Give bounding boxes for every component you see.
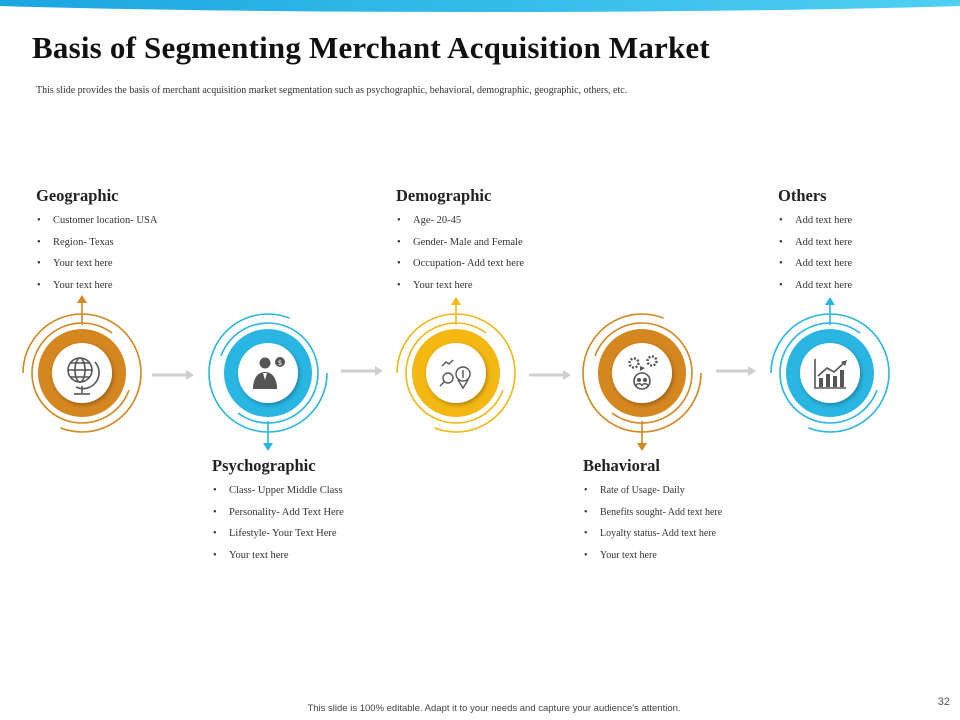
segment-psychographic: Psychographic Class- Upper Middle Class …: [212, 456, 344, 567]
slide-title: Basis of Segmenting Merchant Acquisition…: [32, 30, 710, 65]
businessman-dollar-icon: $: [253, 357, 285, 389]
bullet-item: Region- Texas: [36, 232, 157, 254]
bullet-item: Class- Upper Middle Class: [212, 480, 344, 502]
bullet-item: Lifestyle- Your Text Here: [212, 523, 344, 545]
bullet-item: Benefits sought- Add text here: [583, 502, 722, 524]
bullet-item: Rate of Usage- Daily: [583, 480, 722, 502]
svg-text:$: $: [278, 359, 282, 367]
node-geographic: [22, 295, 142, 433]
slide-footer: This slide is 100% editable. Adapt it to…: [307, 703, 681, 714]
bullet-item: Loyalty status- Add text here: [583, 523, 722, 545]
segment-others: Others Add text here Add text here Add t…: [778, 186, 852, 297]
connector-arrow: [341, 366, 383, 376]
segment-behavioral: Behavioral Rate of Usage- Daily Benefits…: [583, 456, 722, 567]
node-demographic: [396, 297, 516, 433]
globe-icon: [67, 357, 100, 395]
bullet-item: Your text here: [396, 275, 524, 297]
top-accent-band: [0, 0, 960, 12]
bullet-item: Gender- Male and Female: [396, 232, 524, 254]
growth-chart-icon: [814, 359, 847, 389]
bullet-item: Your text here: [36, 275, 157, 297]
bullet-item: Your text here: [212, 545, 344, 567]
bullet-item: Occupation- Add text here: [396, 253, 524, 275]
bullet-item: Your text here: [36, 253, 157, 275]
segment-heading: Psychographic: [212, 456, 316, 475]
bullet-item: Customer location- USA: [36, 210, 157, 232]
segment-heading: Geographic: [36, 186, 119, 205]
bullet-item: Add text here: [778, 210, 852, 232]
bullet-item: Add text here: [778, 253, 852, 275]
segment-demographic: Demographic Age- 20-45 Gender- Male and …: [396, 186, 524, 297]
segment-heading: Behavioral: [583, 456, 660, 475]
node-behavioral: [582, 313, 702, 451]
bullet-item: Age- 20-45: [396, 210, 524, 232]
bullet-item: Personality- Add Text Here: [212, 502, 344, 524]
segment-heading: Others: [778, 186, 827, 205]
node-others: [770, 297, 890, 433]
gears-people-icon: [628, 355, 658, 390]
connector-arrow: [152, 370, 194, 380]
bullet-item: Your text here: [583, 545, 722, 567]
page-number: 32: [937, 696, 950, 708]
connector-arrow: [529, 370, 571, 380]
bullet-item: Add text here: [778, 275, 852, 297]
slide-subtitle: This slide provides the basis of merchan…: [36, 85, 628, 96]
bullet-item: Add text here: [778, 232, 852, 254]
analytics-search-icon: [439, 359, 471, 390]
connector-arrow: [716, 366, 756, 376]
segment-geographic: Geographic Customer location- USA Region…: [36, 186, 157, 297]
segment-heading: Demographic: [396, 186, 492, 205]
